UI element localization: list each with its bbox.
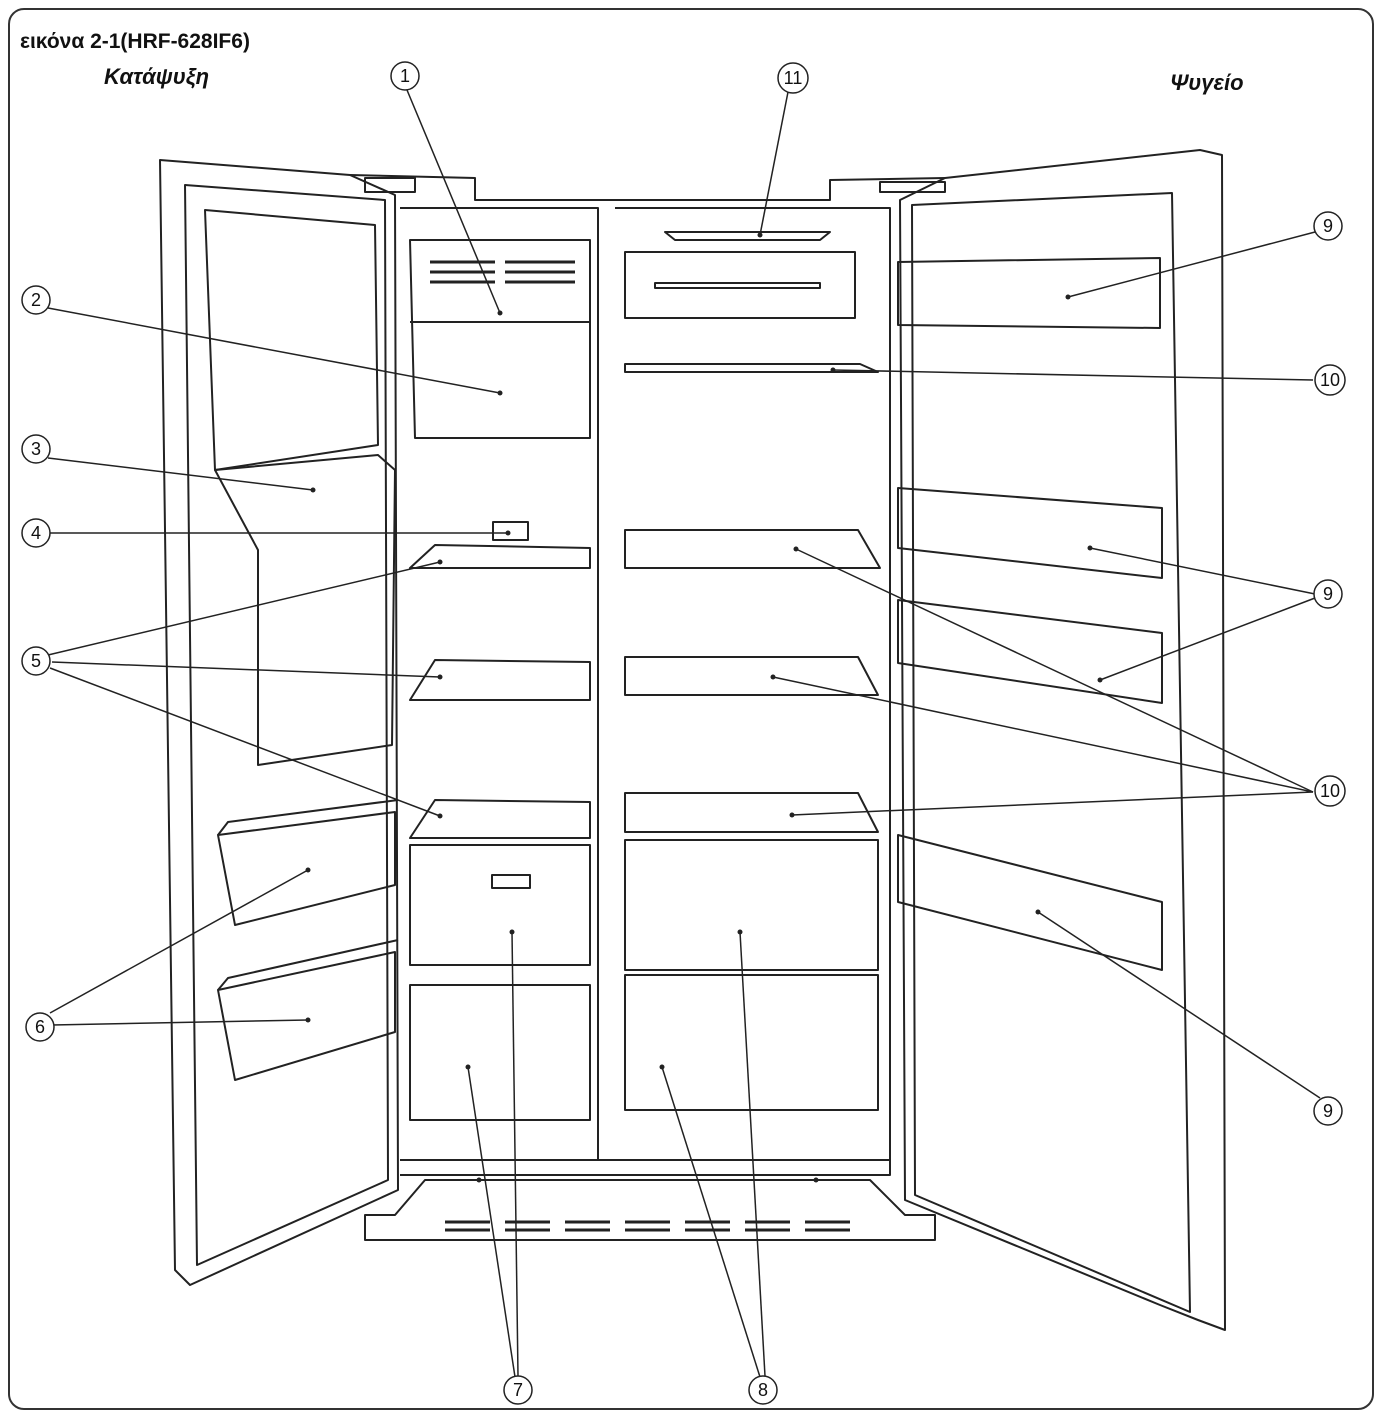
svg-text:10: 10: [1320, 781, 1340, 801]
freezer-shelf-3: [409, 799, 591, 839]
svg-text:6: 6: [35, 1017, 45, 1037]
svg-text:10: 10: [1320, 370, 1340, 390]
callout-6: 6: [25, 1012, 55, 1042]
svg-text:11: 11: [784, 68, 803, 88]
fridge-shelf-3: [624, 656, 879, 696]
freezer-hinge: [364, 177, 416, 193]
svg-text:4: 4: [31, 523, 41, 543]
figure-frame: [8, 8, 1374, 1410]
leader-lines: [47, 89, 1321, 1378]
cabinet-top: [349, 174, 946, 201]
kickplate: [364, 1179, 936, 1241]
fridge-hinge: [879, 181, 946, 193]
callout-9-top: 9: [1313, 211, 1343, 241]
freezer-shelf-1: [409, 544, 591, 569]
fridge-door: [899, 149, 1226, 1331]
kickplate-vents: [445, 1220, 850, 1232]
figure-title: εικόνα 2-1(HRF-628IF6): [20, 30, 250, 53]
dispenser-chute: [214, 454, 396, 766]
crisper-drawer-1: [624, 839, 879, 971]
freezer-drawer-1: [409, 844, 591, 966]
freezer-drawer-2: [409, 984, 591, 1121]
freezer-light: [492, 521, 529, 541]
callout-9-middle: 9: [1313, 579, 1343, 609]
fridge-door-bin-2: [897, 487, 1163, 579]
svg-text:9: 9: [1323, 584, 1333, 604]
callout-10-middle: 10: [1314, 775, 1346, 807]
svg-text:2: 2: [31, 290, 41, 310]
dispenser-panel: [204, 209, 379, 471]
fridge-door-bin-4: [897, 834, 1163, 971]
callout-4: 4: [21, 518, 51, 548]
callout-5: 5: [21, 646, 51, 676]
svg-text:9: 9: [1323, 216, 1333, 236]
callout-7: 7: [503, 1375, 533, 1405]
callout-10-top: 10: [1314, 364, 1346, 396]
freezer-door-bin-1: [217, 811, 396, 926]
freezer-door: [159, 159, 399, 1286]
svg-text:8: 8: [758, 1380, 768, 1400]
fridge-door-bin-3: [897, 599, 1163, 704]
fridge-shelf-4: [624, 792, 879, 833]
crisper-drawer-2: [624, 974, 879, 1111]
fridge-control-panel: [624, 251, 856, 319]
freezer-shelf-2: [409, 659, 591, 701]
freezer-label: Κατάψυξη: [104, 64, 210, 89]
callout-11: 11: [777, 62, 809, 94]
callout-3: 3: [21, 434, 51, 464]
fridge-door-bin-1: [897, 257, 1161, 329]
callout-1: 1: [390, 61, 420, 91]
fridge-shelf-2: [624, 529, 881, 569]
leader-dots: [305, 232, 1103, 1183]
fridge-light: [664, 231, 831, 241]
callout-8: 8: [748, 1375, 778, 1405]
svg-text:7: 7: [513, 1380, 523, 1400]
ice-maker-vents: [430, 260, 575, 284]
fridge-shelf-1: [624, 363, 879, 373]
ice-maker: [409, 239, 591, 439]
freezer-compartment: [400, 207, 599, 1161]
fridge-compartment: [615, 207, 891, 1161]
callout-2: 2: [21, 285, 51, 315]
svg-text:3: 3: [31, 439, 41, 459]
freezer-door-bin-2: [217, 951, 396, 1081]
svg-text:1: 1: [400, 66, 410, 86]
svg-text:9: 9: [1323, 1101, 1333, 1121]
fridge-label: Ψυγείο: [1170, 70, 1244, 95]
fridge-door-inner: [911, 192, 1191, 1313]
svg-text:5: 5: [31, 651, 41, 671]
freezer-door-inner: [184, 184, 389, 1266]
callout-9-bottom: 9: [1313, 1096, 1343, 1126]
